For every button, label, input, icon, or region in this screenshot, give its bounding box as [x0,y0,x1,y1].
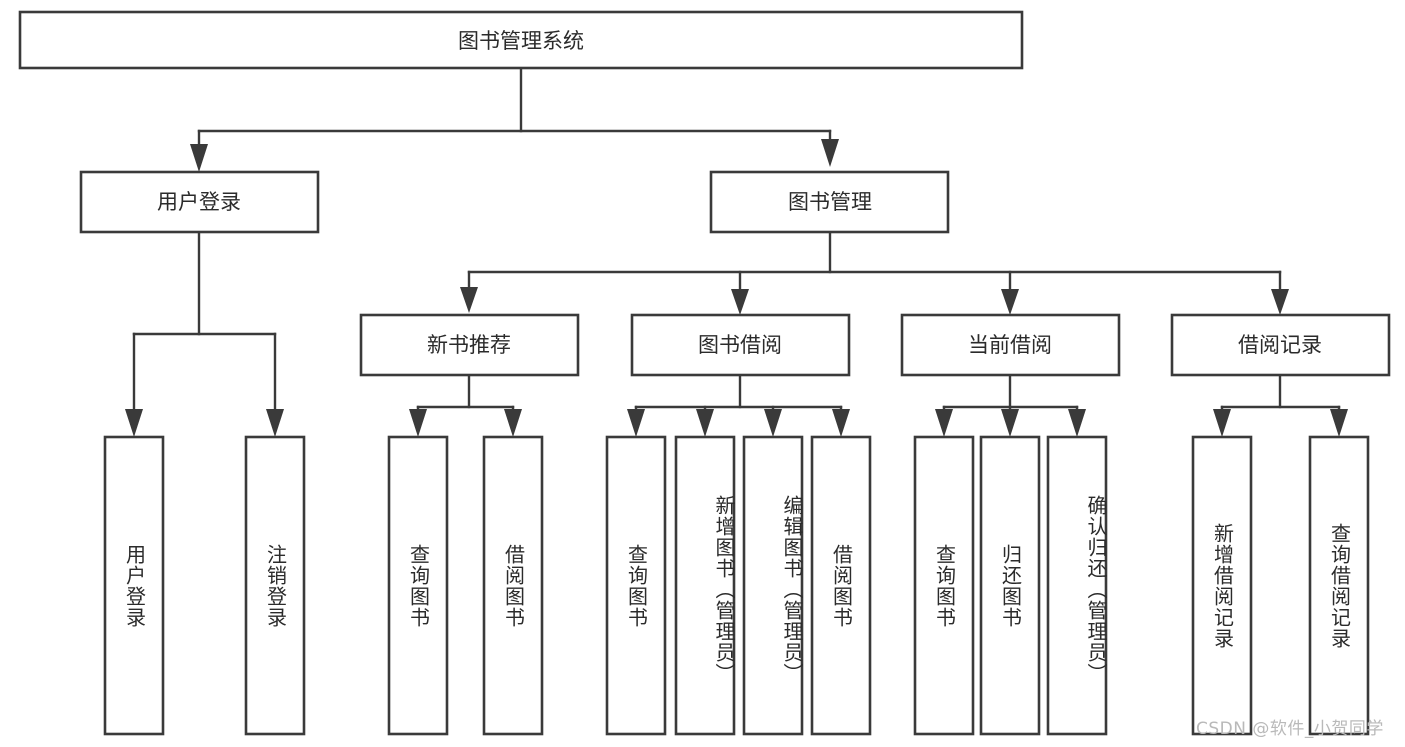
arrow-head-leaf-edit-book [764,409,782,437]
node-box-leaf-add-book[interactable] [674,435,736,736]
node-label-book-management: 图书管理 [788,190,872,214]
arrow-head-leaf-query-book-2 [627,409,645,437]
connector-group-new-book-recommend [409,373,522,437]
connector-group-user-login [125,230,284,437]
node-label-root: 图书管理系统 [458,29,584,53]
arrow-head-leaf-query-book-3 [935,409,953,437]
node-label-new-book-recommend: 新书推荐 [427,333,511,357]
node-box-leaf-query-book-3[interactable] [913,435,975,736]
arrow-head-bookmgmt [821,139,839,167]
connector-group-book-borrow [627,373,850,437]
node-box-book-borrow[interactable] [630,313,851,377]
arrow-head-leaf-borrow-book-1 [504,409,522,437]
node-box-leaf-query-record[interactable] [1308,435,1370,736]
node-label-borrow-record: 借阅记录 [1238,333,1322,357]
node-box-leaf-logout-login[interactable] [244,435,306,736]
arrow-head-book-borrow [731,289,749,315]
arrow-head-leaf-user-login [125,409,143,437]
arrow-head-new-book-recommend [460,287,478,313]
node-box-book-management[interactable] [709,170,950,234]
arrow-head-borrow-record [1271,289,1289,315]
connector-group-borrow-record [1213,373,1348,437]
arrow-head-leaf-borrow-book-2 [832,409,850,437]
node-box-leaf-add-record[interactable] [1191,435,1253,736]
connector-group-root [190,66,839,172]
node-box-leaf-user-login[interactable] [103,435,165,736]
connector-group-current-borrow [935,373,1086,437]
arrow-head-leaf-add-record [1213,409,1231,437]
node-label-current-borrow: 当前借阅 [968,333,1052,357]
arrow-head-leaf-confirm-return [1068,409,1086,437]
arrow-head-leaf-query-book-1 [409,409,427,437]
arrow-head-current-borrow [1001,289,1019,315]
node-box-user-login[interactable] [79,170,320,234]
node-box-leaf-query-book-1[interactable] [387,435,449,736]
node-label-book-borrow: 图书借阅 [698,333,782,357]
arrow-head-leaf-logout-login [266,409,284,437]
node-box-root[interactable] [18,10,1024,70]
node-box-borrow-record[interactable] [1170,313,1391,377]
node-label-user-login: 用户登录 [157,190,241,214]
node-box-leaf-borrow-book-1[interactable] [482,435,544,736]
arrow-head-userlogin [190,144,208,172]
node-box-leaf-return-book[interactable] [979,435,1041,736]
node-box-current-borrow[interactable] [900,313,1121,377]
arrow-head-leaf-query-record [1330,409,1348,437]
node-box-leaf-confirm-return[interactable] [1046,435,1108,736]
connector-group-book-management [460,230,1289,315]
node-box-new-book-recommend[interactable] [359,313,580,377]
csdn-watermark: CSDN @软件_小贺同学 [1196,719,1384,739]
arrow-head-leaf-add-book [696,409,714,437]
node-box-leaf-query-book-2[interactable] [605,435,667,736]
node-box-leaf-borrow-book-2[interactable] [810,435,872,736]
node-box-leaf-edit-book[interactable] [742,435,804,736]
arrow-head-leaf-return-book [1001,409,1019,437]
